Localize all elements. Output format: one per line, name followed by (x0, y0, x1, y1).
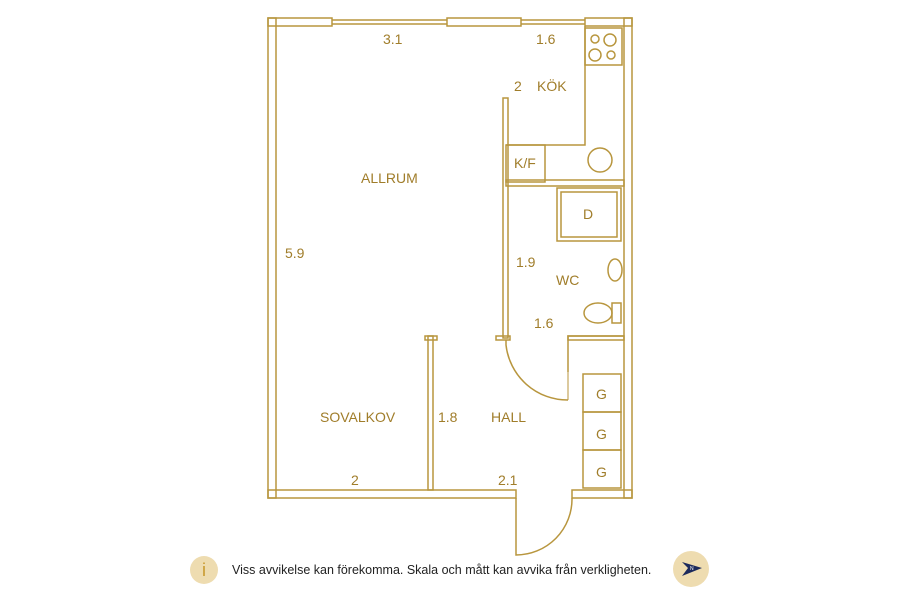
dim-kok-width: 1.6 (536, 31, 556, 47)
dim-allrum-width: 3.1 (383, 31, 403, 47)
dim-sovalkov-depth: 1.8 (438, 409, 458, 425)
north-arrow-icon: N (673, 551, 709, 587)
room-sovalkov: SOVALKOV (320, 409, 396, 425)
room-allrum: ALLRUM (361, 170, 418, 186)
room-kf: K/F (514, 155, 536, 171)
outer-walls (267, 17, 633, 499)
entrance-door (515, 497, 573, 556)
room-wc: WC (556, 272, 579, 288)
closets (582, 373, 622, 489)
dim-hall-width: 2.1 (498, 472, 518, 488)
dim-kok-depth: 2 (514, 78, 522, 94)
svg-text:N: N (690, 566, 694, 572)
room-closet-2: G (596, 426, 607, 442)
dim-wc-width: 1.6 (534, 315, 554, 331)
kitchen-fixtures (502, 26, 625, 339)
disclaimer-text: Viss avvikelse kan förekomma. Skala och … (232, 563, 652, 577)
room-hall: HALL (491, 409, 526, 425)
info-icon: i (190, 556, 218, 584)
dim-wc-depth: 1.9 (516, 254, 536, 270)
bathroom-fixtures (505, 187, 625, 401)
disclaimer-footer: i Viss avvikelse kan förekomma. Skala oc… (190, 556, 651, 584)
sovalkov-partition (427, 335, 434, 491)
dim-allrum-height: 5.9 (285, 245, 305, 261)
dim-sovalkov-width: 2 (351, 472, 359, 488)
room-closet-3: G (596, 464, 607, 480)
room-closet-1: G (596, 386, 607, 402)
room-shower: D (583, 206, 593, 222)
room-kok: KÖK (537, 77, 567, 94)
